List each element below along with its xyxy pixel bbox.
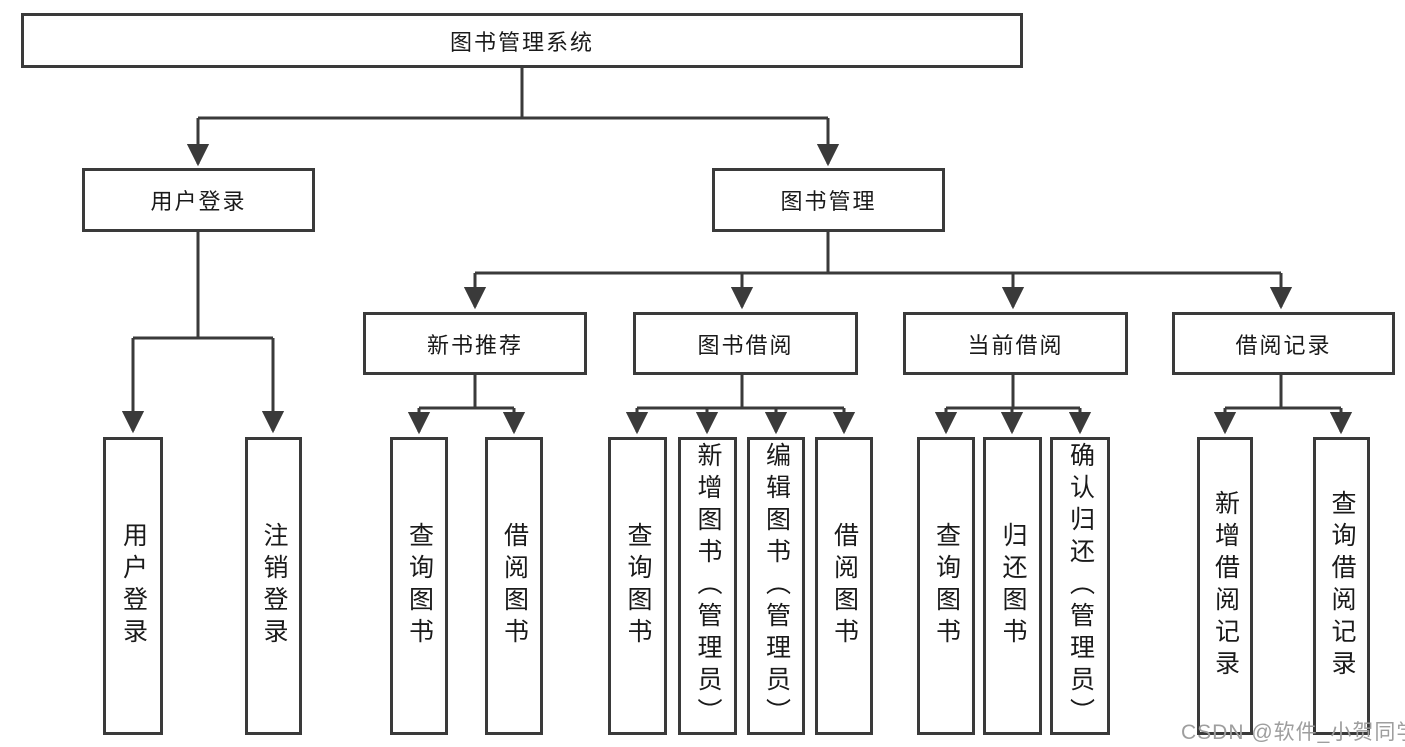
- leaf-borrowing-query-book-label: 查询图书: [624, 522, 652, 650]
- leaf-newbooks-query-book-label: 查询图书: [405, 522, 434, 650]
- leaf-logout: 注销登录: [245, 437, 302, 735]
- leaf-borrowing-borrow-book-label: 借阅图书: [830, 522, 859, 650]
- node-new-book-recommend-label: 新书推荐: [426, 332, 523, 358]
- node-new-book-recommend: 新书推荐: [363, 312, 587, 375]
- node-user-login: 用户登录: [82, 168, 315, 232]
- leaf-newbooks-borrow-book-label: 借阅图书: [500, 522, 529, 650]
- leaf-borrowing-add-book-admin-label: 新增图书（管理员）: [694, 442, 722, 730]
- leaf-user-login-label: 用户登录: [119, 522, 148, 650]
- leaf-current-query-book-label: 查询图书: [932, 522, 961, 650]
- leaf-records-add-record: 新增借阅记录: [1197, 437, 1253, 735]
- node-book-management: 图书管理: [712, 168, 945, 232]
- node-book-borrowing-label: 图书借阅: [697, 332, 794, 358]
- leaf-logout-label: 注销登录: [260, 522, 288, 650]
- leaf-borrowing-query-book: 查询图书: [608, 437, 667, 735]
- leaf-current-query-book: 查询图书: [917, 437, 975, 735]
- leaf-current-return-book-label: 归还图书: [999, 522, 1027, 650]
- leaf-records-query-record: 查询借阅记录: [1313, 437, 1370, 735]
- node-book-management-label: 图书管理: [780, 189, 877, 214]
- leaf-user-login: 用户登录: [103, 437, 163, 735]
- node-root-system: 图书管理系统: [21, 13, 1023, 68]
- leaf-records-query-record-label: 查询借阅记录: [1328, 490, 1356, 682]
- node-borrow-records-label: 借阅记录: [1235, 332, 1332, 358]
- leaf-borrowing-add-book-admin: 新增图书（管理员）: [678, 437, 737, 735]
- leaf-current-return-book: 归还图书: [983, 437, 1042, 735]
- node-current-borrowing: 当前借阅: [903, 312, 1128, 375]
- leaf-borrowing-borrow-book: 借阅图书: [815, 437, 873, 735]
- leaf-newbooks-borrow-book: 借阅图书: [485, 437, 543, 735]
- leaf-borrowing-edit-book-admin: 编辑图书（管理员）: [747, 437, 805, 735]
- node-book-borrowing: 图书借阅: [633, 312, 858, 375]
- node-root-label: 图书管理系统: [449, 29, 594, 55]
- leaf-current-confirm-return-admin: 确认归还（管理员）: [1050, 437, 1110, 735]
- leaf-records-add-record-label: 新增借阅记录: [1211, 490, 1240, 682]
- node-borrow-records: 借阅记录: [1172, 312, 1395, 375]
- node-user-login-label: 用户登录: [150, 189, 247, 214]
- leaf-current-confirm-return-admin-label: 确认归还（管理员）: [1066, 442, 1095, 730]
- csdn-watermark: CSDN @软件_小贺同学: [1181, 721, 1405, 744]
- node-current-borrowing-label: 当前借阅: [967, 332, 1064, 358]
- leaf-newbooks-query-book: 查询图书: [390, 437, 448, 735]
- leaf-borrowing-edit-book-admin-label: 编辑图书（管理员）: [762, 442, 791, 730]
